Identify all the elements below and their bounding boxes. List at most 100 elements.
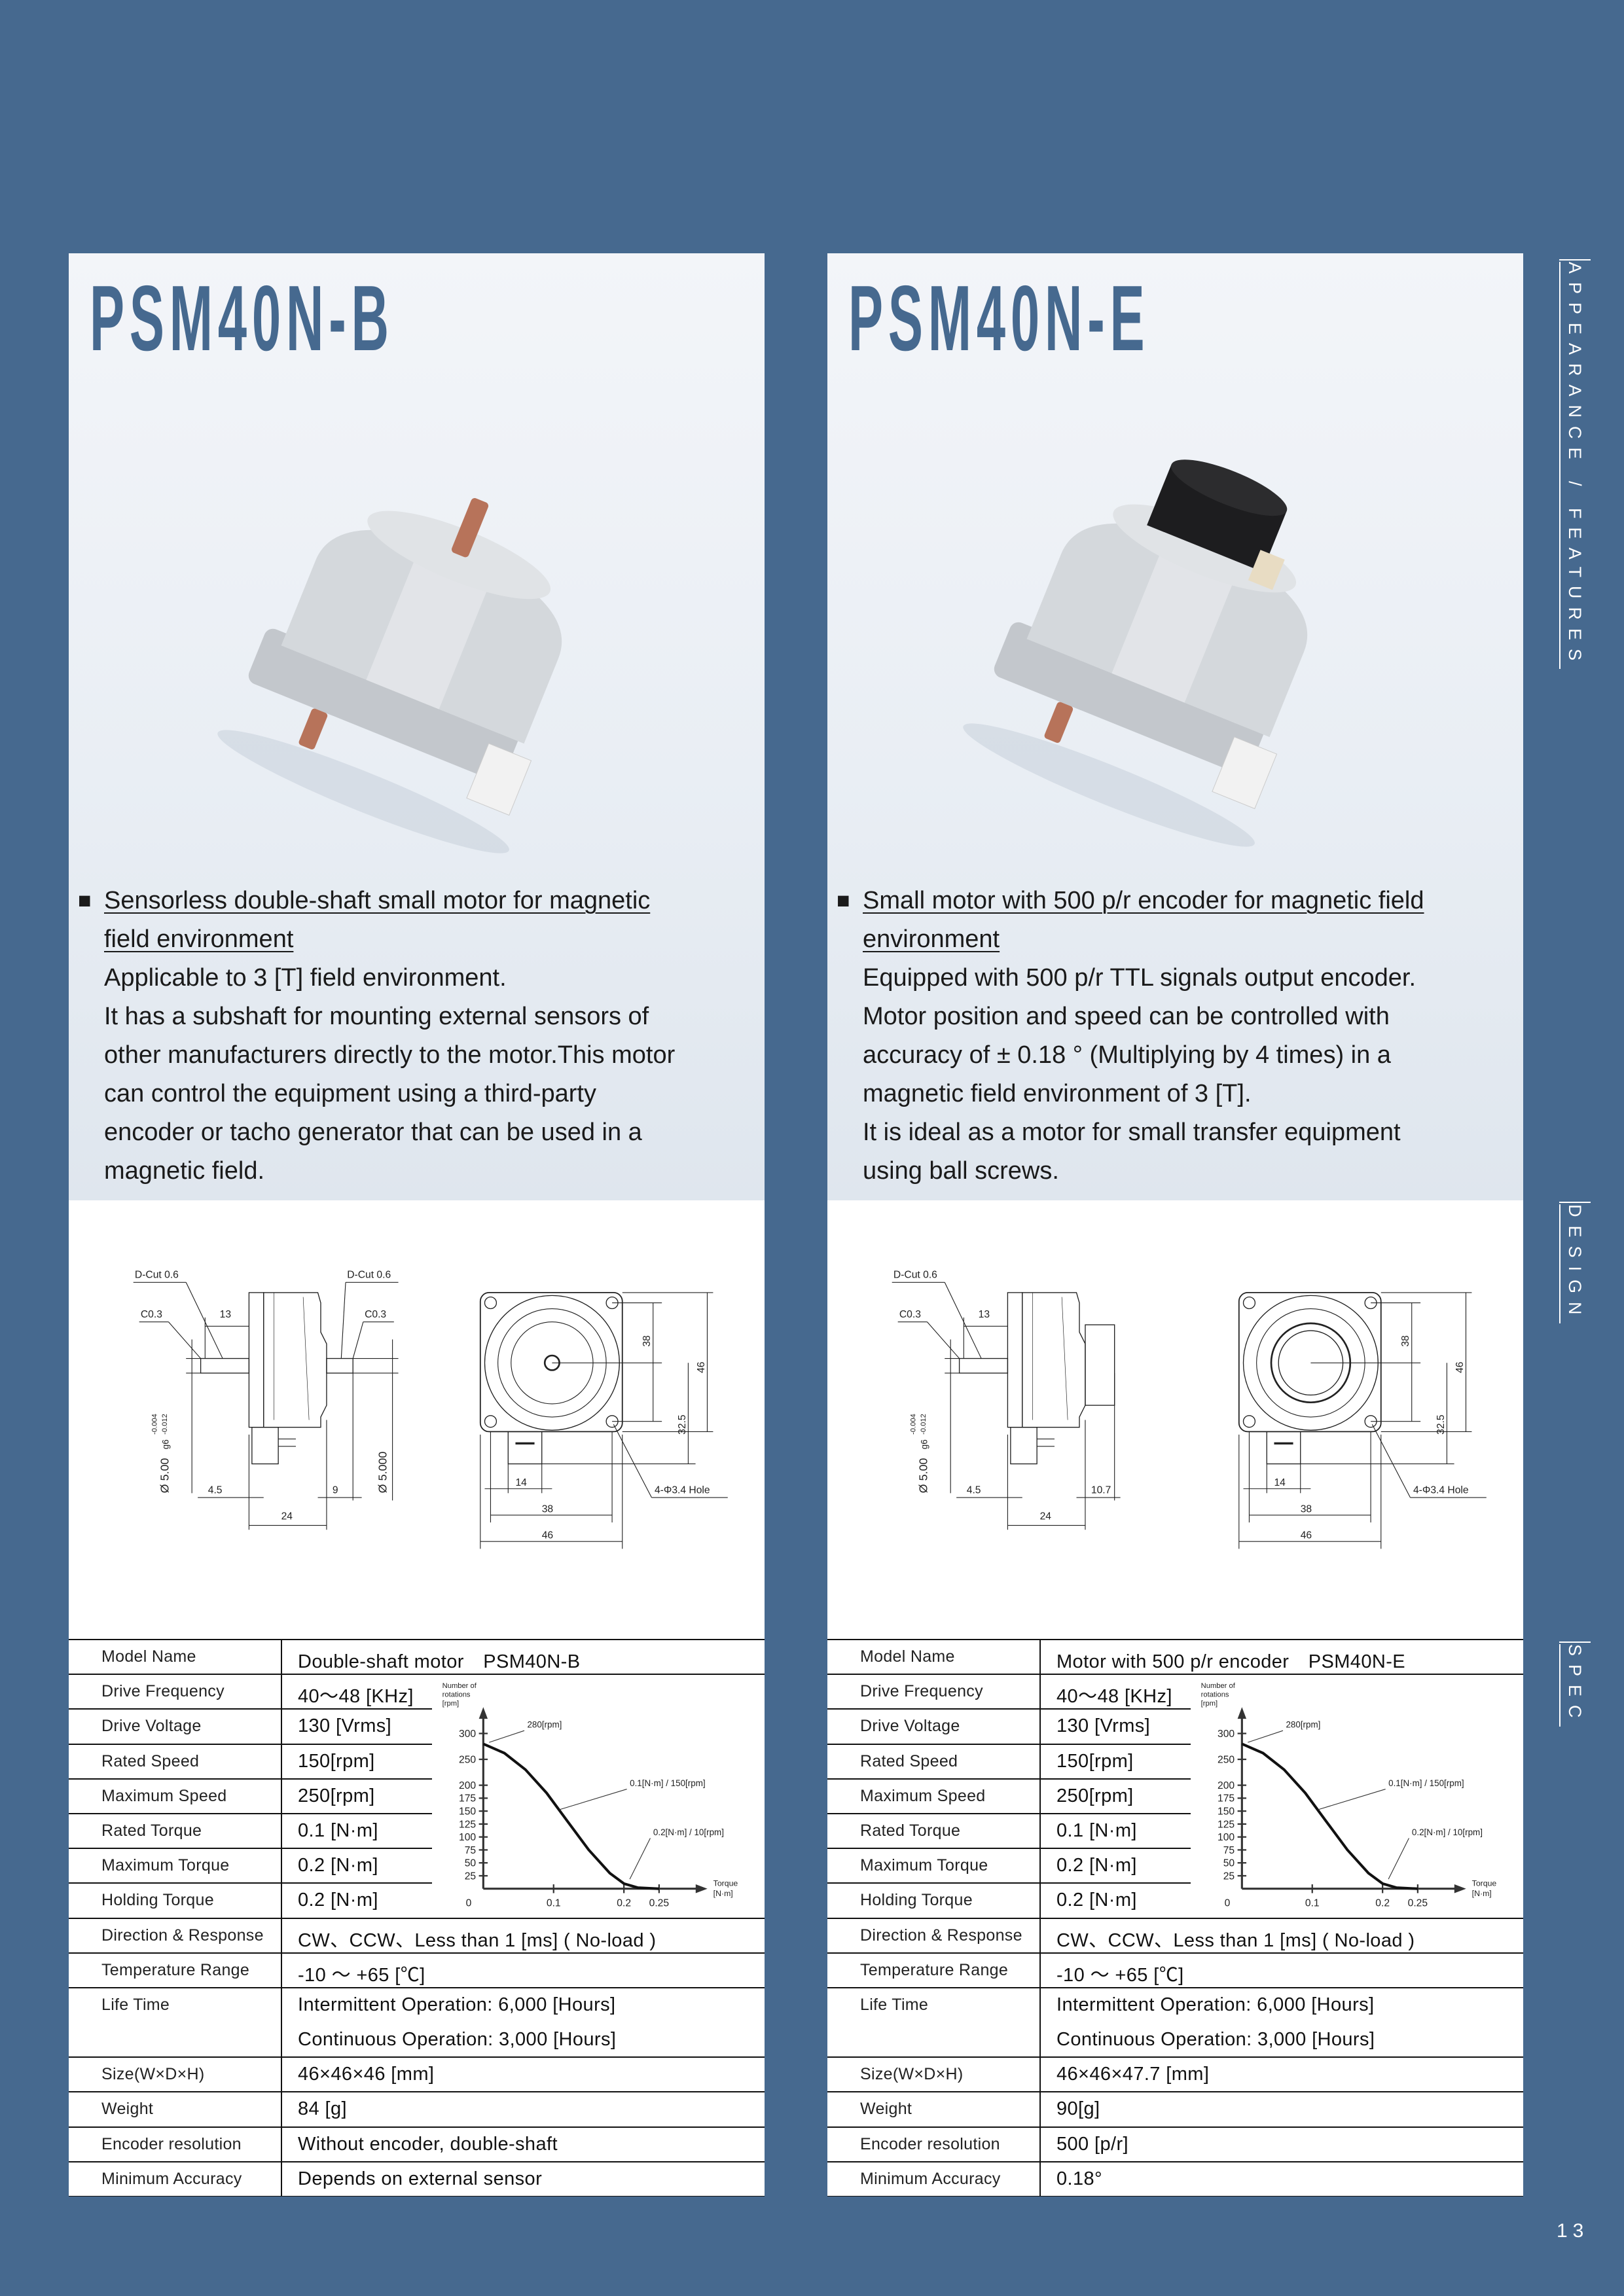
motor-body — [217, 498, 562, 853]
annotation-label: 0.1[N·m] / 150[rpm] — [1388, 1778, 1464, 1788]
y-tick-label: 125 — [459, 1819, 476, 1830]
table-rule — [69, 1639, 765, 1640]
y-tick-label: 175 — [459, 1793, 476, 1804]
section-label-design: DESIGN — [1559, 1202, 1591, 1323]
spec-value: Intermittent Operation: 6,000 [Hours] — [298, 1994, 616, 2015]
spec-value: 150[rpm] — [1056, 1750, 1134, 1772]
product-photo — [827, 253, 1523, 1200]
label-c03-left: C0.3 — [899, 1309, 921, 1320]
spec-value: 250[rpm] — [1056, 1785, 1134, 1806]
description-line: It is ideal as a motor for small transfe… — [863, 1119, 1401, 1146]
y-tick-label: 300 — [1218, 1729, 1235, 1740]
y-tick-label: 175 — [1218, 1793, 1235, 1804]
connector — [251, 1427, 279, 1465]
spec-value: -10 ～ +65 [℃] — [1056, 1964, 1184, 1986]
description-line: using ball screws. — [863, 1157, 1059, 1185]
description-heading: Small motor with 500 p/r encoder for mag… — [863, 887, 1424, 914]
annotation-arrow-icon — [1248, 1730, 1284, 1743]
table-rule — [69, 2091, 765, 2093]
spec-value: 0.2 [N·m] — [1056, 1855, 1137, 1876]
flange — [248, 628, 520, 781]
spec-value-line2: Continuous Operation: 3,000 [Hours] — [1056, 2029, 1375, 2051]
x-tick-label: 0.25 — [649, 1898, 670, 1909]
label-dim-rear: 10.7 — [1091, 1484, 1111, 1496]
label-dim-4-5: 4.5 — [967, 1484, 981, 1496]
line — [302, 1297, 310, 1420]
label-fit: g6 — [919, 1439, 929, 1449]
x-tick-label: 0.2 — [1375, 1898, 1390, 1909]
product-title: PSM40N-E — [848, 266, 1150, 370]
front-square — [479, 1292, 623, 1433]
table-rule — [827, 1917, 1523, 1919]
encoder-top — [1171, 459, 1288, 516]
spec-value: CW、CCW、Less than 1 [ms] ( No-load ) — [1056, 1929, 1415, 1951]
x-axis-label: [N·m] — [713, 1889, 733, 1898]
spec-label: Minimum Accuracy — [101, 2169, 242, 2188]
spec-value: 130 [Vrms] — [298, 1715, 392, 1737]
label-fit: g6 — [160, 1439, 170, 1449]
description-heading: field environment — [104, 925, 294, 953]
table-rule — [827, 2091, 1523, 2093]
table-rule — [69, 1848, 432, 1850]
description-line: It has a subshaft for mounting external … — [104, 1003, 649, 1030]
label-dim-24: 24 — [281, 1511, 293, 1522]
spec-label: Drive Voltage — [101, 1717, 202, 1736]
spec-value-line2: Continuous Operation: 3,000 [Hours] — [298, 2029, 617, 2051]
flange — [248, 1292, 264, 1428]
label-dim-38-v: 38 — [641, 1335, 653, 1347]
table-rule — [827, 1708, 1191, 1710]
shaft-dia-right: Ø 5.000 — [376, 1452, 389, 1494]
spec-value: 0.1 [N·m] — [1056, 1820, 1137, 1841]
y-tick-label: 25 — [1223, 1871, 1235, 1882]
connector — [1010, 1427, 1038, 1465]
y-tick-label: 25 — [465, 1871, 477, 1882]
label-dim-13: 13 — [220, 1309, 232, 1320]
table-rule — [69, 1952, 765, 1954]
table-rule — [827, 1674, 1523, 1676]
spec-label: Drive Frequency — [101, 1682, 225, 1701]
speed-torque-chart: Number ofrotations[rpm]Torque[N·m]300250… — [1201, 1682, 1497, 1909]
y-axis-label: Number of — [442, 1682, 477, 1690]
description-heading-line: field environment — [78, 920, 765, 959]
y-axis-label: Number of — [1201, 1682, 1236, 1690]
housing — [263, 1292, 327, 1428]
label-dim-38-h: 38 — [1301, 1503, 1312, 1515]
y-tick-label: 250 — [459, 1754, 476, 1765]
housing — [1022, 1292, 1086, 1428]
label-tol-lower: -0.012 — [161, 1414, 169, 1435]
y-tick-label: 150 — [1218, 1806, 1235, 1818]
line — [613, 1424, 652, 1498]
y-tick-label: 300 — [459, 1729, 476, 1740]
x-tick-label: 0.2 — [617, 1898, 631, 1909]
table-rule — [69, 2056, 765, 2058]
shadow — [963, 723, 1255, 847]
encoder-body — [1085, 1324, 1115, 1406]
annotation-arrow-icon — [559, 1789, 627, 1810]
spec-label: Drive Voltage — [860, 1717, 960, 1736]
mount-hole — [1242, 1296, 1256, 1310]
motor-photo — [963, 459, 1308, 847]
spec-value: Double-shaft motor PSM40N-B — [298, 1651, 581, 1672]
y-tick-label: 50 — [465, 1858, 477, 1869]
spec-value: 90[g] — [1056, 2098, 1100, 2120]
spec-value: CW、CCW、Less than 1 [ms] ( No-load ) — [298, 1929, 657, 1951]
label-tol-upper: -0.004 — [151, 1414, 158, 1435]
table-rule — [69, 1708, 432, 1710]
label-tol-upper: -0.004 — [909, 1414, 917, 1435]
line — [926, 1321, 960, 1359]
table-rule — [69, 1882, 432, 1884]
spec-value: 0.2 [N·m] — [1056, 1890, 1137, 1911]
table-rule — [827, 2126, 1523, 2128]
spec-label: Holding Torque — [860, 1891, 973, 1910]
annotation-label: 0.2[N·m] / 10[rpm] — [653, 1827, 724, 1837]
y-axis-label: [rpm] — [1201, 1700, 1218, 1708]
table-rule — [827, 2056, 1523, 2058]
spec-value: 500 [p/r] — [1056, 2133, 1128, 2155]
label-shaft-dia-left: Ø 5.00 — [916, 1458, 929, 1494]
spec-label: Temperature Range — [860, 1960, 1009, 1979]
